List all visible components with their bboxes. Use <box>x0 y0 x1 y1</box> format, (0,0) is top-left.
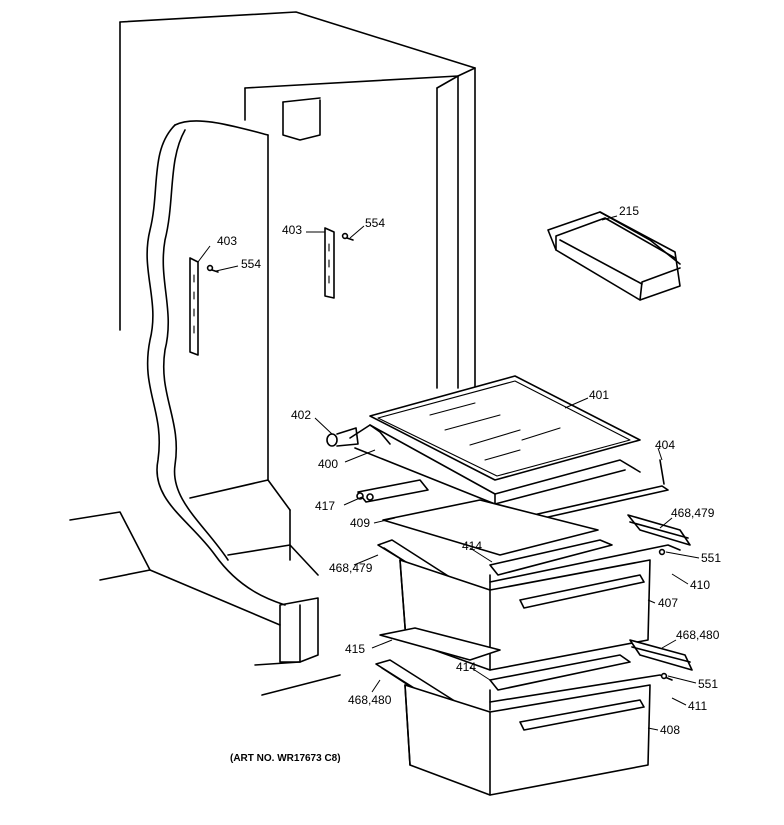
label-551-lower: 551 <box>698 677 718 691</box>
leader-lines <box>197 215 700 731</box>
crisper-drawer-upper <box>399 559 651 671</box>
label-410: 410 <box>690 578 710 592</box>
drawer-slide-lower-right <box>629 639 693 680</box>
label-402: 402 <box>291 408 311 422</box>
label-468-480-right: 468,480 <box>676 628 720 642</box>
label-414-lower: 414 <box>456 660 476 674</box>
screw-left <box>206 264 219 273</box>
crisper-cover-upper <box>382 499 599 556</box>
label-409: 409 <box>350 516 370 530</box>
label-404: 404 <box>655 438 675 452</box>
cabinet <box>69 11 476 696</box>
label-414-upper: 414 <box>462 539 482 553</box>
drawer-slide-upper-right <box>627 514 691 556</box>
screw-center <box>341 232 354 241</box>
label-403-center: 403 <box>282 223 302 237</box>
shelf-support-center <box>324 227 335 299</box>
label-407: 407 <box>658 596 678 610</box>
part-labels: 215 401 402 400 403 554 403 554 404 417 … <box>217 204 721 764</box>
label-554-left: 554 <box>241 257 261 271</box>
label-468-479-right: 468,479 <box>671 506 715 520</box>
art-number: (ART NO. WR17673 C8) <box>230 753 341 764</box>
shelf-pivot <box>326 427 359 447</box>
label-215: 215 <box>619 204 639 218</box>
label-417: 417 <box>315 499 335 513</box>
shelf-support-left <box>189 257 199 356</box>
label-411: 411 <box>688 699 707 713</box>
crisper-drawer-lower <box>404 684 651 796</box>
hinge-bracket <box>356 479 429 503</box>
label-401: 401 <box>589 388 609 402</box>
label-468-479-left: 468,479 <box>329 561 373 575</box>
label-554-center: 554 <box>365 216 385 230</box>
glass-shelf <box>369 375 641 481</box>
label-408: 408 <box>660 723 680 737</box>
label-468-480-left: 468,480 <box>348 693 392 707</box>
label-400: 400 <box>318 457 338 471</box>
label-415: 415 <box>345 642 365 656</box>
label-551-upper: 551 <box>701 551 721 565</box>
crisper-cover-lower <box>379 627 501 661</box>
bottle-rack <box>547 211 681 301</box>
label-403-left: 403 <box>217 234 237 248</box>
